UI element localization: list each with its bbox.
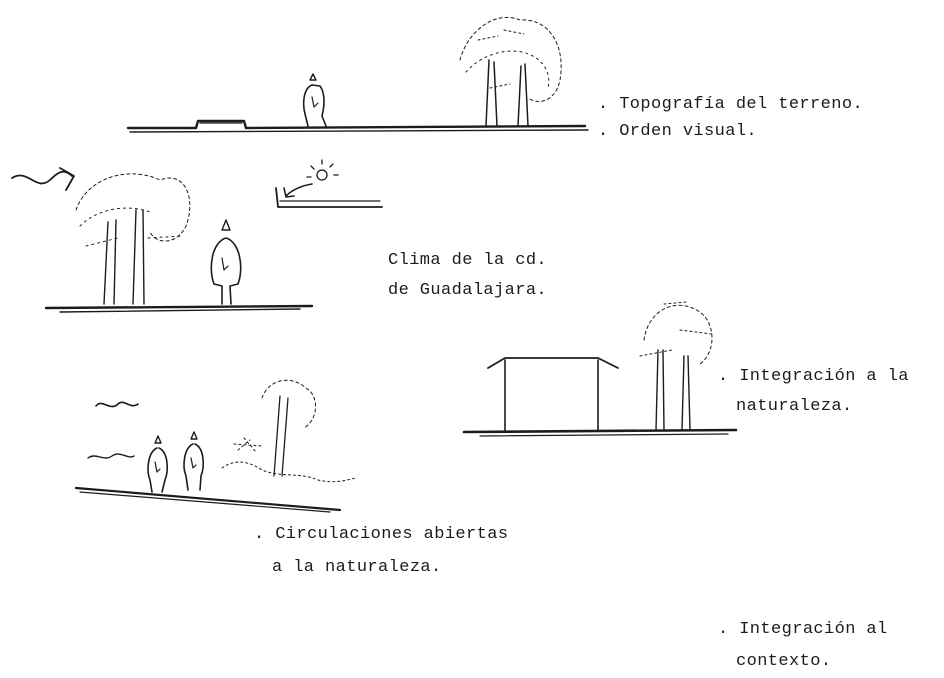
person-figure — [147, 435, 169, 493]
sun-icon — [306, 159, 339, 181]
tree — [639, 301, 713, 431]
annotation-topografia: . Topografía del terreno. . Orden visual… — [598, 91, 863, 145]
annotation-line: a la naturaleza. — [272, 558, 442, 577]
person-figure — [210, 219, 242, 305]
person-figure — [302, 73, 327, 127]
annotation-clima: Clima de la cd. de Guadalajara. — [388, 246, 547, 306]
annotation-line: . Integración a la — [718, 367, 909, 386]
tree — [261, 379, 316, 477]
annotation-line: de Guadalajara. — [388, 281, 548, 300]
annotation-line: Clima de la cd. — [388, 251, 548, 270]
annotation-line: . Circulaciones abiertas — [254, 525, 509, 544]
annotation-line: . Integración al — [718, 620, 888, 639]
pavilion-trees-sketch — [462, 301, 738, 437]
annotation-integracion-contexto: . Integración al contexto. — [718, 614, 888, 678]
wind-arrow — [11, 167, 75, 191]
annotation-line: . Topografía del terreno. — [598, 95, 864, 114]
trees — [75, 173, 191, 305]
annotation-line: . Orden visual. — [598, 122, 758, 141]
tree — [459, 16, 562, 127]
annotation-line: contexto. — [736, 652, 832, 671]
sun-wind-climate-sketch — [11, 159, 383, 313]
annotation-integracion-naturaleza: . Integración a la naturaleza. — [718, 362, 909, 422]
open-circulation-sketch — [74, 379, 357, 513]
person-figure — [183, 431, 205, 491]
annotation-line: naturaleza. — [736, 397, 853, 416]
annotation-circulaciones: . Circulaciones abiertas a la naturaleza… — [254, 518, 508, 584]
terrain-section-sketch — [126, 16, 589, 133]
